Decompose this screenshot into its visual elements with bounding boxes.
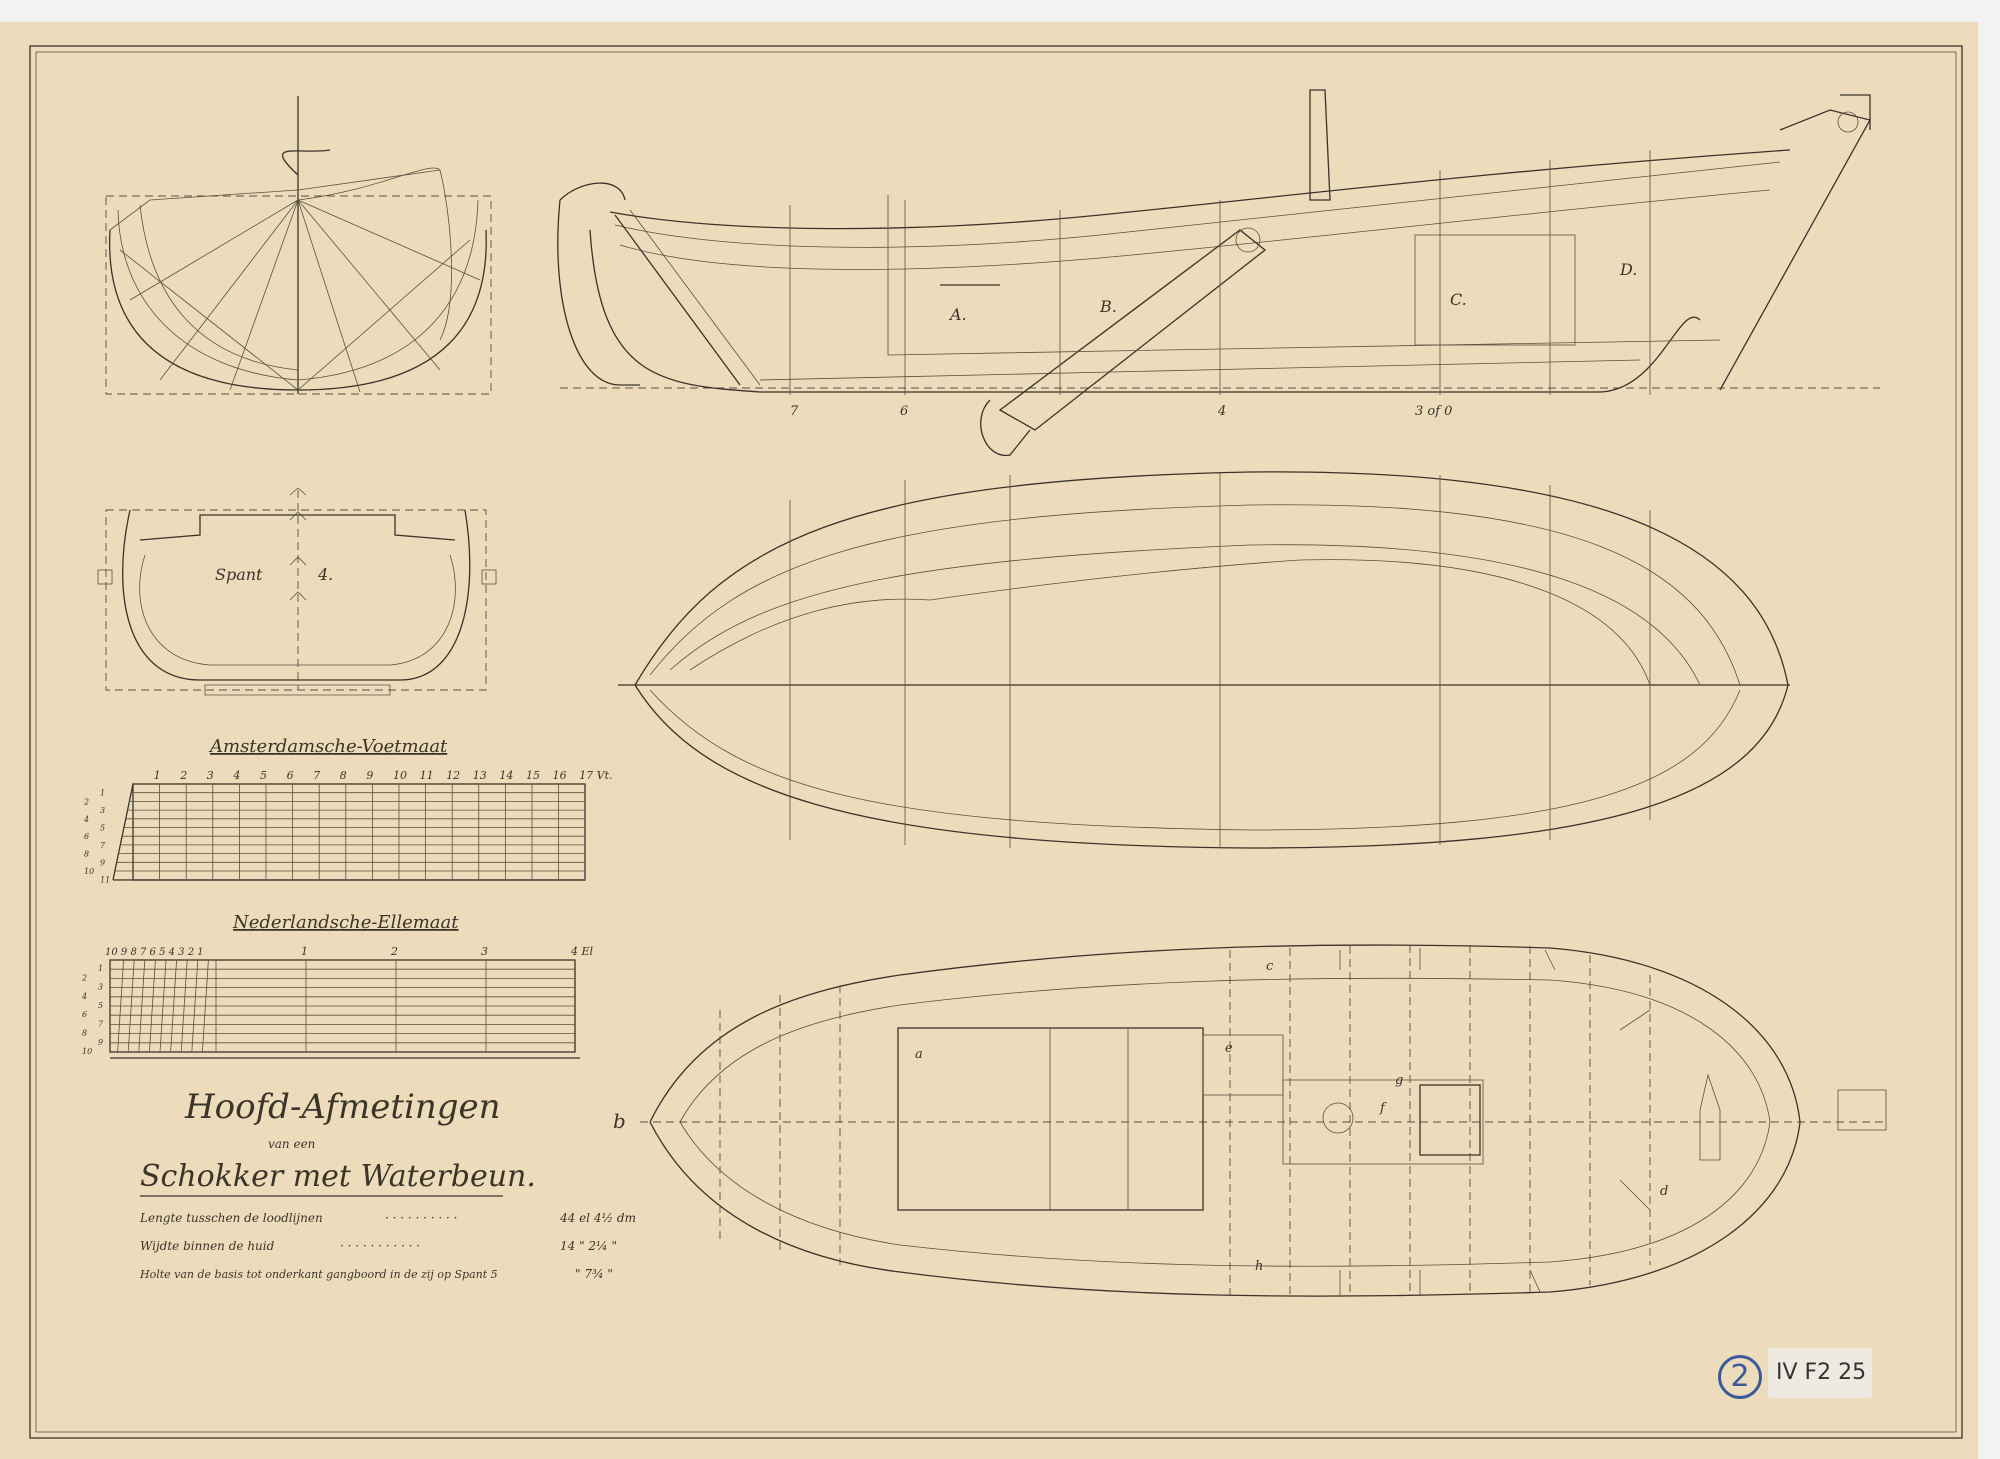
leader-dots: · · · · · · · · · · · (340, 1239, 420, 1253)
scale-tick-label: 16 (553, 769, 567, 782)
station-3-of-0: 3 of 0 (1415, 404, 1452, 419)
paper-sheet (0, 22, 1978, 1459)
scale-tick-label: 4 (232, 769, 240, 782)
scale-side-label: 3 (100, 806, 105, 815)
dim-label: Lengte tusschen de loodlijnen (139, 1211, 323, 1225)
station-4: 4 (1217, 404, 1226, 419)
section-label-number: 4. (317, 565, 333, 584)
deck-mark-f: f (1379, 1101, 1387, 1116)
scale-side-label: 6 (84, 832, 89, 841)
dim-value: 44 el 4½ dm (559, 1211, 636, 1225)
archive-label: IV F2 25 (1768, 1348, 1872, 1398)
scale-side-label: 8 (84, 850, 89, 859)
scale-side-label: 10 (82, 1047, 92, 1056)
scale-tick-label: 3 (207, 769, 214, 782)
dim-value: " 7¾ " (575, 1267, 613, 1281)
leader-dots: · · · · · · · · · · (385, 1211, 457, 1225)
scale-tick-label: 9 (366, 769, 373, 782)
deck-mark-g: g (1395, 1073, 1403, 1088)
outer-border (29, 45, 1963, 1439)
scale-side-label: 10 (84, 867, 94, 876)
body-plan (105, 96, 492, 395)
dim-value: 14 " 2¼ " (560, 1239, 617, 1253)
deck-plan (640, 944, 1888, 1297)
deck-mark-b: b (613, 1109, 626, 1133)
scale-side-label: 7 (98, 1019, 104, 1028)
scale-side-label: 1 (100, 789, 105, 798)
compartment-a: A. (948, 305, 967, 324)
ellemaat-scale (109, 959, 580, 1059)
compartment-d: D. (1619, 260, 1637, 279)
scale-side-label: 6 (82, 1010, 87, 1019)
scale-tick-label: 8 (340, 769, 347, 782)
scale-tick-label: 4 El (570, 945, 594, 958)
scale-tick-label: 1 (154, 769, 161, 782)
scale-side-label: 1 (98, 964, 103, 973)
scale-tick-label: 14 (499, 769, 513, 782)
scale-side-label: 4 (81, 992, 87, 1001)
inner-border (35, 51, 1957, 1433)
title-line2: van een (268, 1137, 315, 1151)
scale-side-label: 2 (81, 973, 87, 982)
scale-tick-label: 7 (313, 769, 320, 782)
scale-side-label: 5 (100, 824, 105, 833)
scale-side-label: 4 (83, 815, 89, 824)
scale-side-label: 8 (82, 1029, 87, 1038)
scale-side-label: 11 (100, 876, 110, 885)
profile-view (557, 89, 1880, 456)
compartment-c: C. (1450, 290, 1467, 309)
section-label-name: Spant (215, 565, 263, 584)
scale-tick-label: 1 (301, 945, 308, 958)
scale-side-label: 2 (83, 797, 89, 806)
dim-label: Wijdte binnen de huid (140, 1239, 275, 1253)
scale-side-label: 5 (98, 1001, 103, 1010)
scale-tick-label: 11 (420, 769, 434, 782)
scale-tick-label: 2 (179, 769, 187, 782)
scale-tick-label: 17 Vt. (579, 769, 612, 782)
half-breadth-plan (618, 471, 1790, 849)
deck-mark-h: h (1255, 1259, 1263, 1274)
ellemaat-scale-title: Nederlandsche-Ellemaat (232, 912, 459, 933)
title-line3: Schokker met Waterbeun. (140, 1159, 536, 1194)
deck-mark-a: a (915, 1047, 923, 1062)
scale-tick-label: 6 (287, 769, 294, 782)
scale-tick-label: 3 (481, 945, 488, 958)
scale-side-label: 7 (100, 841, 106, 850)
amsterdam-foot-scale (112, 783, 586, 881)
midship-section (97, 487, 497, 696)
compartment-b: B. (1099, 297, 1117, 316)
scale-tick-label: 2 (390, 945, 398, 958)
archive-number-circle: 2 (1718, 1355, 1762, 1399)
scale-side-label: 3 (98, 983, 103, 992)
scale-tick-label: 10 (393, 769, 407, 782)
dimension-lines: Lengte tusschen de loodlijnen 44 el 4½ d… (139, 1211, 636, 1281)
title-line1: Hoofd-Afmetingen (184, 1087, 501, 1127)
scale-tick-label: 15 (526, 769, 540, 782)
station-6: 6 (900, 404, 908, 419)
ellemaat-sub-ticks: 10 9 8 7 6 5 4 3 2 1 (105, 947, 204, 958)
deck-mark-d: d (1660, 1184, 1668, 1199)
amsterdam-scale-title: Amsterdamsche-Voetmaat (208, 736, 448, 757)
scale-tick-label: 12 (446, 769, 460, 782)
deck-mark-e: e (1225, 1041, 1233, 1056)
station-7: 7 (790, 404, 799, 419)
scale-side-label: 9 (100, 858, 105, 867)
scale-tick-label: 5 (260, 769, 267, 782)
dim-label: Holte van de basis tot onderkant gangboo… (139, 1268, 498, 1281)
deck-mark-c: c (1266, 959, 1274, 974)
scale-tick-label: 13 (473, 769, 487, 782)
scale-side-label: 9 (98, 1038, 103, 1047)
